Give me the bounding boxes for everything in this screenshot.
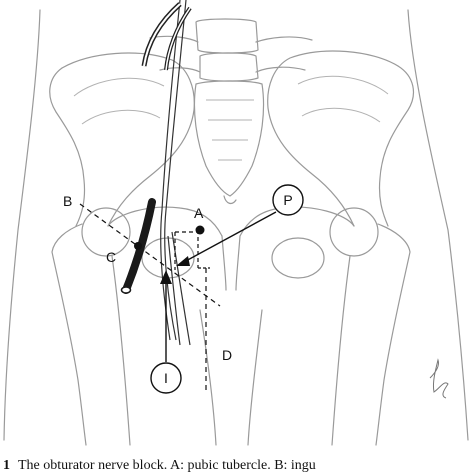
thigh-contour bbox=[199, 309, 263, 446]
arrow-p-line bbox=[183, 211, 277, 263]
label-a: A bbox=[194, 205, 204, 221]
sacrum bbox=[193, 80, 265, 205]
caption-prefix: 1 bbox=[3, 458, 10, 473]
label-c: C bbox=[106, 249, 116, 265]
inguinal-line-b bbox=[79, 203, 221, 307]
pointer-arrows bbox=[160, 211, 277, 362]
point-c-dot bbox=[134, 242, 142, 250]
arrow-i-head bbox=[160, 270, 172, 284]
marker-i-circle bbox=[150, 362, 182, 394]
label-i: I bbox=[164, 370, 168, 386]
marker-p-circle bbox=[272, 184, 304, 216]
label-d: D bbox=[222, 347, 232, 363]
artist-signature bbox=[429, 358, 449, 399]
body-outline bbox=[3, 9, 469, 441]
femur bbox=[51, 223, 411, 446]
label-b: B bbox=[63, 193, 72, 209]
nerve-bundle bbox=[160, 0, 191, 346]
right-ilium bbox=[267, 50, 415, 227]
acetabulum bbox=[81, 207, 379, 257]
lumbar-spine bbox=[149, 18, 313, 82]
pubic-tubercle-dot bbox=[195, 225, 205, 235]
figure-caption: 1 The obturator nerve block. A: pubic tub… bbox=[3, 458, 316, 473]
label-p: P bbox=[283, 192, 292, 208]
caption-text: The obturator nerve block. A: pubic tube… bbox=[18, 458, 316, 473]
upper-tube bbox=[141, 2, 192, 71]
arrow-p-head bbox=[176, 256, 190, 266]
